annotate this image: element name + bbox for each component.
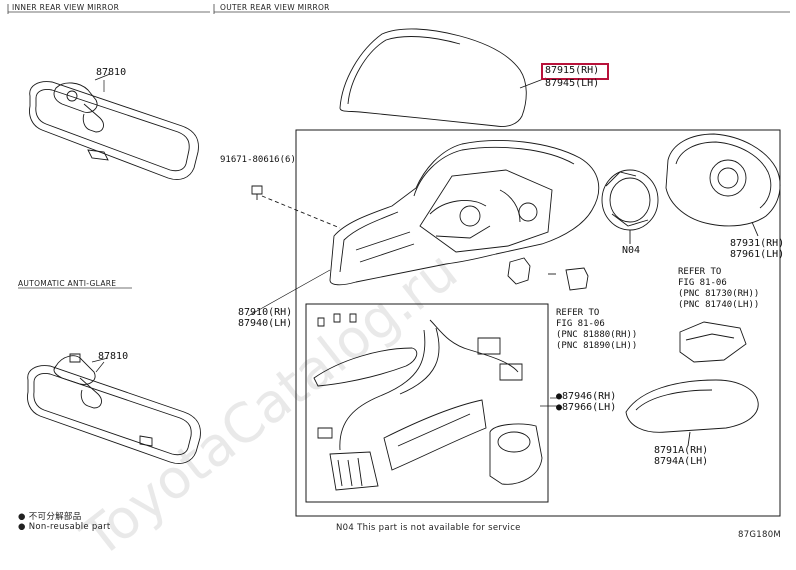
mirror-cover-drawing: [340, 29, 546, 127]
part-87966[interactable]: ●87966(LH): [556, 403, 616, 413]
mirror-glass-drawing: [666, 134, 780, 236]
harness-drawing: [314, 314, 542, 490]
part-87940[interactable]: 87940(LH): [238, 318, 293, 329]
highlight-box: [541, 63, 609, 80]
part-87946[interactable]: ●87946(RH): [556, 392, 616, 402]
part-87810-top[interactable]: 87810: [96, 67, 127, 78]
part-87946-label: 87946(RH): [562, 391, 617, 402]
part-87966-label: 87966(LH): [562, 402, 617, 413]
part-8791a[interactable]: 8791A(RH): [654, 445, 709, 456]
inner-mirror-bottom-drawing: [28, 354, 201, 464]
part-87945[interactable]: 87945(LH): [545, 78, 600, 89]
diagram-frame: [0, 0, 796, 549]
non-reusable-dot-icon: ●: [18, 512, 26, 522]
part-87915[interactable]: 87915(RH): [545, 65, 600, 76]
part-87810-bottom[interactable]: 87810: [98, 351, 129, 362]
section-inner-mirror: INNER REAR VIEW MIRROR: [12, 3, 120, 12]
inner-mirror-top-drawing: [30, 74, 199, 180]
parts-drawing: [0, 0, 796, 549]
non-reusable-dot-icon: ●: [556, 402, 563, 413]
part-91671[interactable]: 91671-80616(6): [220, 155, 296, 165]
section-outer-mirror: OUTER REAR VIEW MIRROR: [220, 3, 330, 12]
part-87931[interactable]: 87931(RH): [730, 238, 785, 249]
part-n04[interactable]: N04: [622, 245, 641, 256]
clips-drawing: [508, 258, 588, 290]
part-87910[interactable]: 87910(RH): [238, 307, 293, 318]
mirror-housing-drawing: [262, 140, 599, 284]
part-8794a[interactable]: 8794A(LH): [654, 456, 709, 467]
figure-code: 87G180M: [738, 530, 782, 540]
legend-line-2: ● Non-reusable part: [18, 522, 111, 532]
section-auto-anti-glare: AUTOMATIC ANTI-GLARE: [18, 279, 117, 288]
signal-lamp-drawing: [626, 322, 758, 446]
bolt-drawing: [252, 186, 262, 200]
leader-lines: [96, 80, 558, 406]
n04-note: N04 This part is not available for servi…: [336, 523, 521, 533]
non-reusable-dot-icon: ●: [18, 522, 26, 532]
part-87961[interactable]: 87961(LH): [730, 249, 785, 260]
non-reusable-dot-icon: ●: [556, 391, 563, 402]
n04-motor-drawing: [602, 170, 658, 244]
legend-line-1: ● 不可分解部品: [18, 512, 82, 522]
